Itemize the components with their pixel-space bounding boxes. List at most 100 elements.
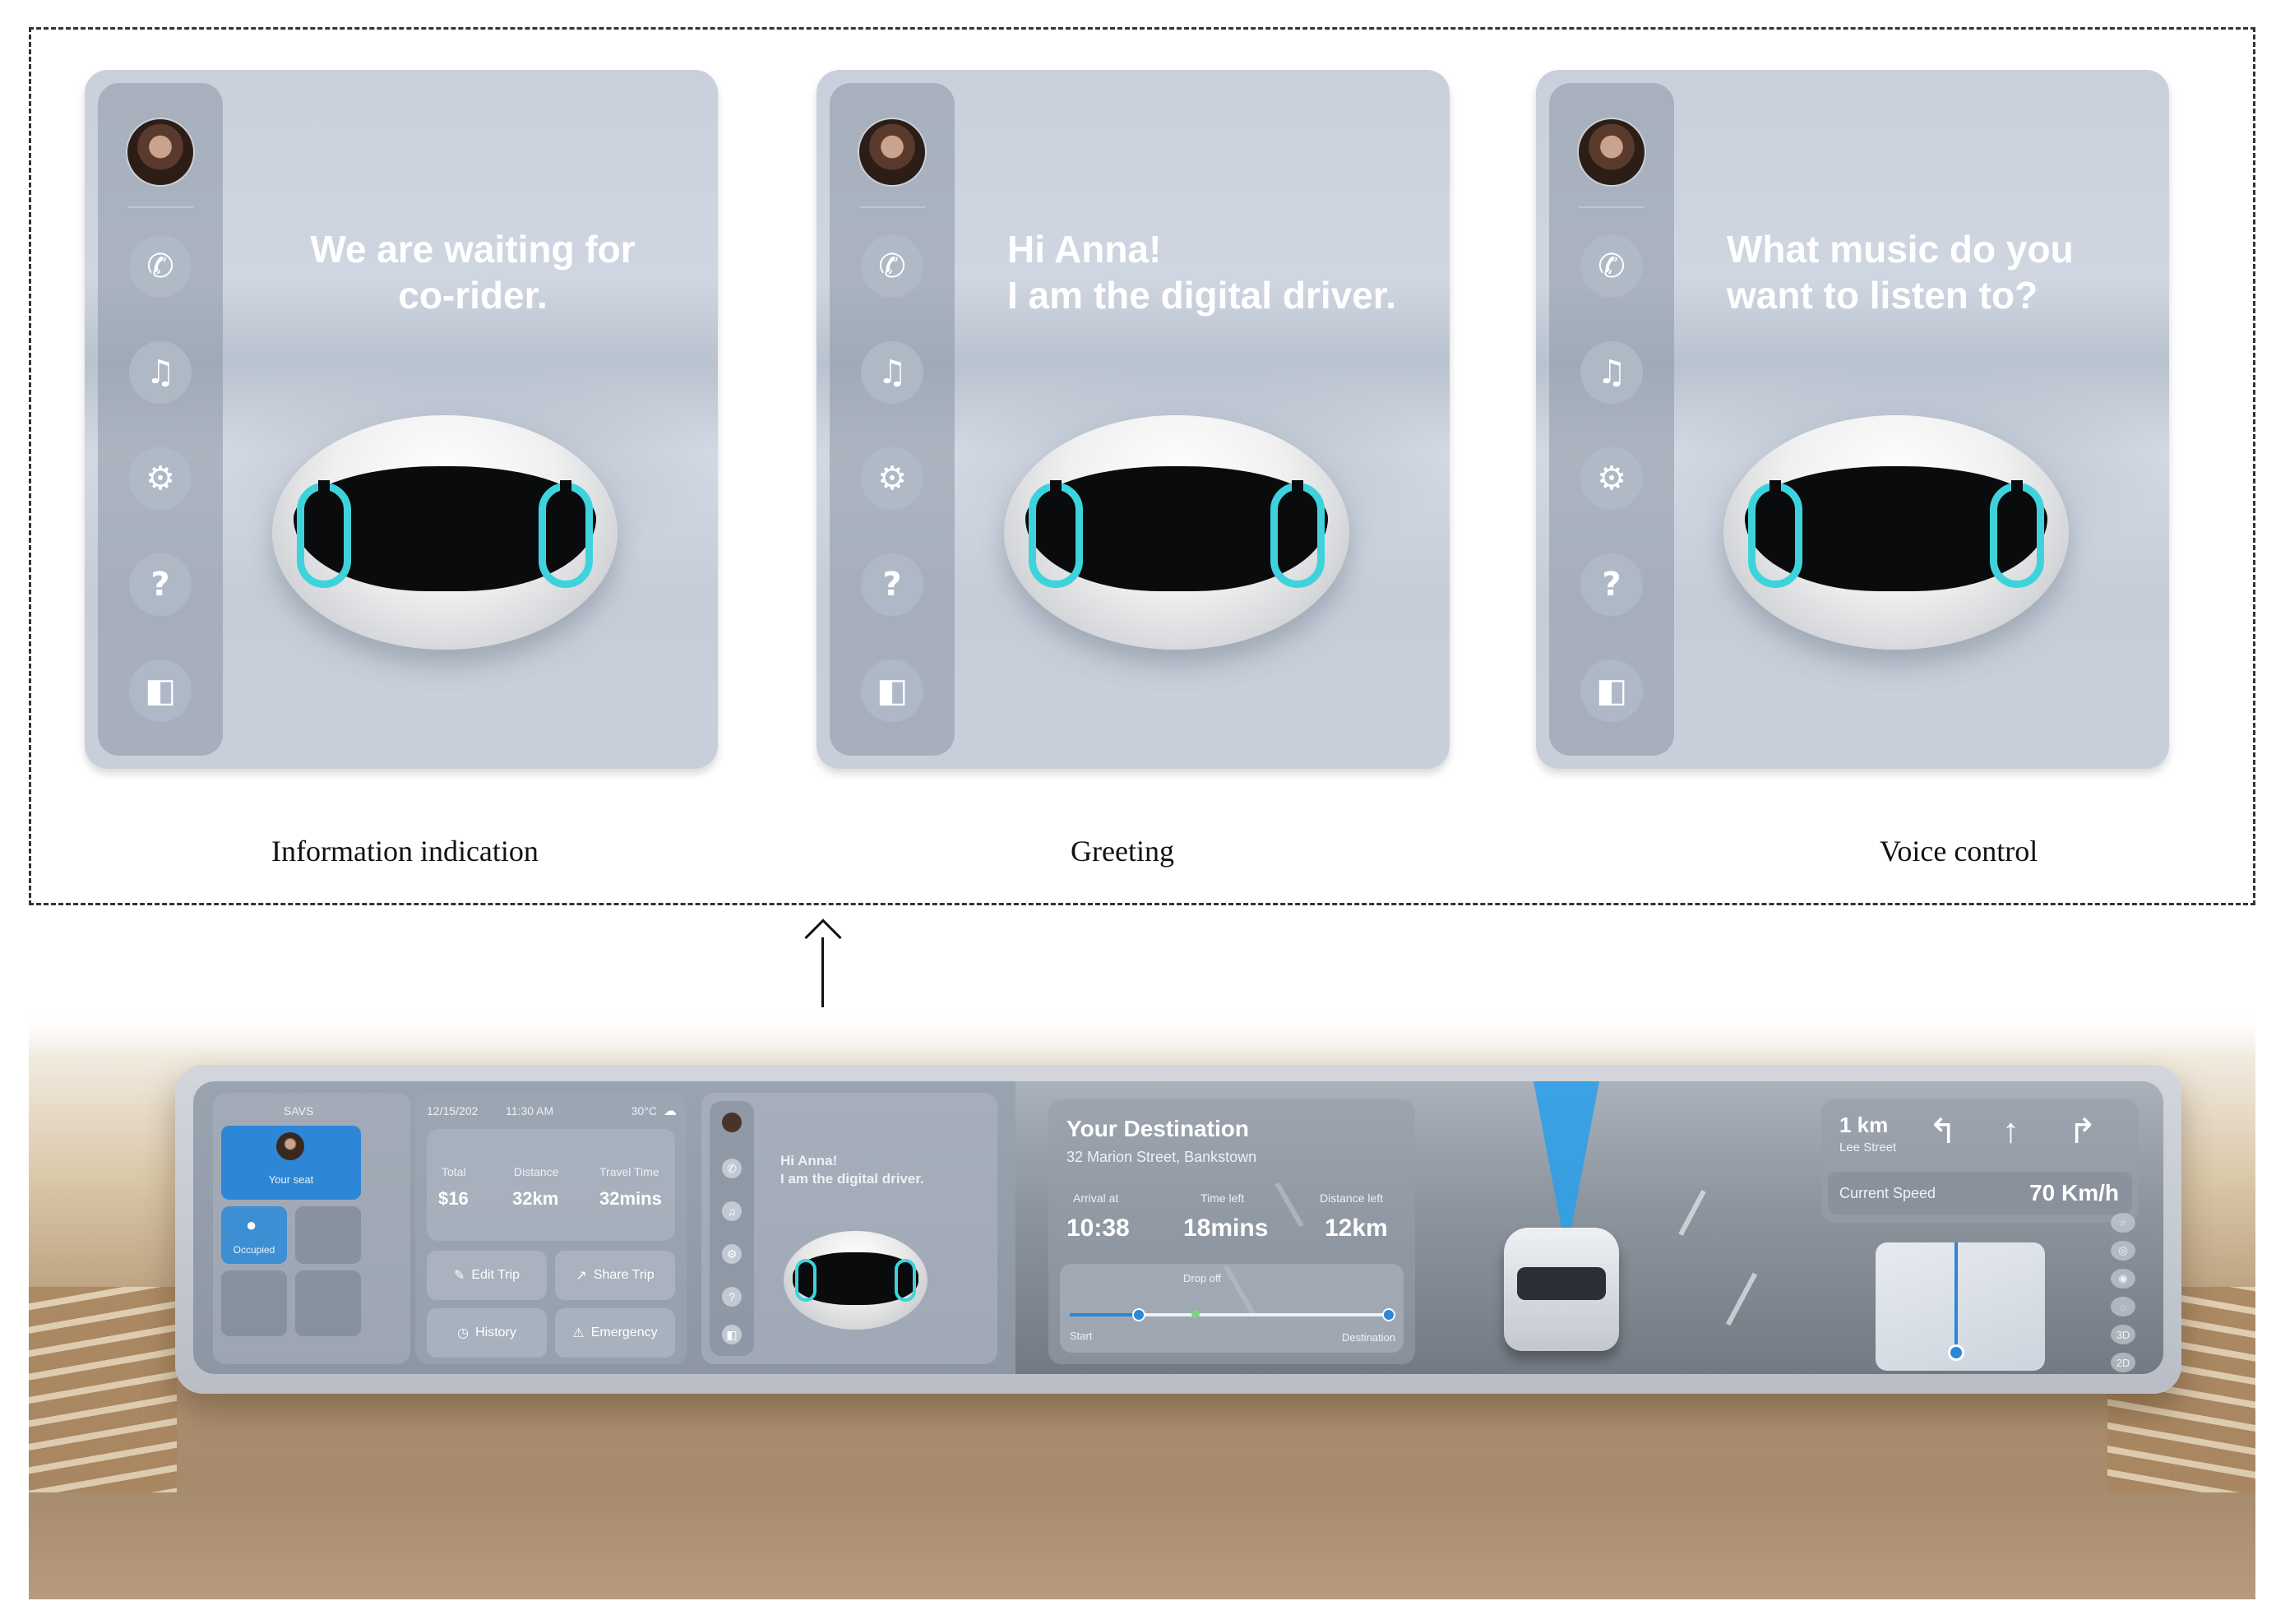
history-button[interactable]: ◷ History [427, 1308, 547, 1358]
vehicle [1504, 1228, 1619, 1351]
layout-icon[interactable]: ◧ [129, 659, 192, 722]
avatar[interactable] [859, 119, 925, 185]
settings-icon[interactable]: ⚙ [722, 1244, 742, 1264]
trip-stats: Total $16 Distance 32km Travel Time 32mi… [427, 1129, 675, 1241]
stat-distance-value: 32km [512, 1188, 559, 1209]
view-3d-button[interactable]: 3D [2111, 1325, 2135, 1344]
turn-right-icon: ↱ [2068, 1112, 2098, 1150]
emergency-button[interactable]: ⚠Emergency [555, 1308, 675, 1358]
seat-empty[interactable] [221, 1270, 287, 1336]
phone-icon[interactable]: ✆ [722, 1159, 742, 1178]
robot-eye-left [795, 1259, 816, 1302]
share-trip-button[interactable]: ↗Share Trip [555, 1251, 675, 1300]
phone-icon[interactable]: ✆ [1580, 235, 1643, 298]
speed-label: Current Speed [1839, 1185, 1936, 1201]
map-position-icon [1948, 1344, 1964, 1361]
history-label: History [475, 1326, 516, 1339]
locate-icon[interactable]: ◉ [2111, 1269, 2135, 1289]
view-2d-button[interactable]: 2D [2111, 1353, 2135, 1372]
phone-icon[interactable]: ✆ [129, 235, 192, 298]
message-line: I am the digital driver. [780, 1171, 924, 1187]
stat-total-label: Total [442, 1165, 466, 1178]
layout-icon[interactable]: ◧ [1580, 659, 1643, 722]
seat-occupied: ● Occupied [221, 1206, 287, 1264]
drop-off-marker [1191, 1310, 1200, 1318]
caption-greeting: Greeting [1071, 835, 1174, 868]
robot-eye-left [1748, 483, 1802, 588]
music-icon[interactable]: ♫ [129, 341, 192, 404]
robot-avatar [272, 415, 618, 650]
avatar[interactable] [1579, 119, 1645, 185]
phone-icon[interactable]: ✆ [861, 235, 923, 298]
music-icon[interactable]: ♫ [722, 1201, 742, 1221]
help-icon[interactable]: ? [129, 553, 192, 616]
caption-voice: Voice control [1880, 835, 2038, 868]
seat-your-label: Your seat [268, 1173, 314, 1186]
avatar[interactable] [127, 119, 193, 185]
speed-bar: Current Speed 70 Km/h [1828, 1172, 2132, 1215]
robot-avatar [1723, 415, 2069, 650]
arrival-value: 10:38 [1066, 1215, 1130, 1242]
destination-marker [1382, 1308, 1395, 1321]
current-position-marker [1132, 1308, 1145, 1321]
stat-distance-label: Distance [514, 1165, 559, 1178]
traffic-icon[interactable]: ◌ [2111, 1297, 2135, 1316]
search-icon[interactable]: ⌕ [2111, 1213, 2135, 1233]
help-icon[interactable]: ? [861, 553, 923, 616]
seat-empty[interactable] [295, 1270, 361, 1336]
settings-icon[interactable]: ⚙ [129, 447, 192, 510]
robot-avatar [1004, 415, 1349, 650]
music-icon[interactable]: ♫ [861, 341, 923, 404]
message-line: Hi Anna! [1007, 228, 1162, 271]
assistant-panel-greeting: ✆ ♫ ⚙ ? ◧ Hi Anna! I am the digital driv… [816, 70, 1450, 769]
trip-temp: 30°C [631, 1104, 657, 1117]
dashboard-display: SAVS Your seat ● Occupied 12/15/202 11:3… [175, 1065, 2181, 1394]
assistant-panel-information: ✆ ♫ ⚙ ? ◧ We are waiting for co-rider. [85, 70, 718, 769]
wood-trim-left [29, 1287, 177, 1492]
stat-time-value: 32mins [599, 1188, 662, 1209]
layers-icon[interactable]: ◎ [2111, 1241, 2135, 1261]
robot-eye-right [1270, 483, 1325, 588]
side-rail: ✆ ♫ ⚙ ? ◧ [830, 83, 955, 756]
caption-information: Information indication [271, 835, 539, 868]
seats-title: SAVS [284, 1104, 314, 1117]
destination-panel: Your Destination 32 Marion Street, Banks… [1048, 1099, 1415, 1364]
edit-icon: ✎ [453, 1269, 465, 1283]
settings-icon[interactable]: ⚙ [861, 447, 923, 510]
message-line: Hi Anna! [780, 1153, 838, 1168]
turn-left-icon: ↰ [1928, 1112, 1958, 1150]
drop-off-label: Drop off [1183, 1272, 1222, 1284]
mini-assistant-message: Hi Anna! I am the digital driver. [780, 1152, 924, 1188]
robot-eye-right [1990, 483, 2044, 588]
robot-avatar [784, 1231, 928, 1330]
dashboard-screen: SAVS Your seat ● Occupied 12/15/202 11:3… [193, 1081, 2163, 1374]
seat-empty[interactable] [295, 1206, 361, 1264]
layout-icon[interactable]: ◧ [722, 1325, 742, 1344]
settings-icon[interactable]: ⚙ [1580, 447, 1643, 510]
arrow-up-icon [804, 918, 842, 956]
time-left-label: Time left [1200, 1191, 1245, 1205]
distance-left-label: Distance left [1320, 1191, 1384, 1205]
stat-total-value: $16 [438, 1188, 469, 1209]
help-icon[interactable]: ? [722, 1287, 742, 1307]
history-icon: ◷ [457, 1326, 470, 1340]
rail-divider [859, 206, 925, 208]
layout-icon[interactable]: ◧ [861, 659, 923, 722]
help-icon[interactable]: ? [1580, 553, 1643, 616]
trip-info-panel: 12/15/202 11:30 AM 30°C ☁ Total $16 Dist… [415, 1093, 687, 1364]
person-icon: ● [246, 1215, 257, 1235]
warning-icon: ⚠ [572, 1326, 585, 1340]
rail-divider [127, 206, 193, 208]
side-rail: ✆ ♫ ⚙ ? ◧ [1549, 83, 1674, 756]
seat-your[interactable]: Your seat [221, 1126, 361, 1200]
rail-divider [1579, 206, 1645, 208]
map-controls: ⌕ ◎ ◉ ◌ 3D 2D [2111, 1213, 2144, 1372]
music-icon[interactable]: ♫ [1580, 341, 1643, 404]
message-line: I am the digital driver. [1007, 274, 1396, 317]
edit-trip-button[interactable]: ✎Edit Trip [427, 1251, 547, 1300]
avatar[interactable] [722, 1113, 742, 1132]
navigation-beam [1534, 1081, 1599, 1254]
mini-map[interactable] [1876, 1242, 2045, 1371]
robot-eye-right [895, 1259, 916, 1302]
turn-street: Lee Street [1839, 1141, 1897, 1154]
